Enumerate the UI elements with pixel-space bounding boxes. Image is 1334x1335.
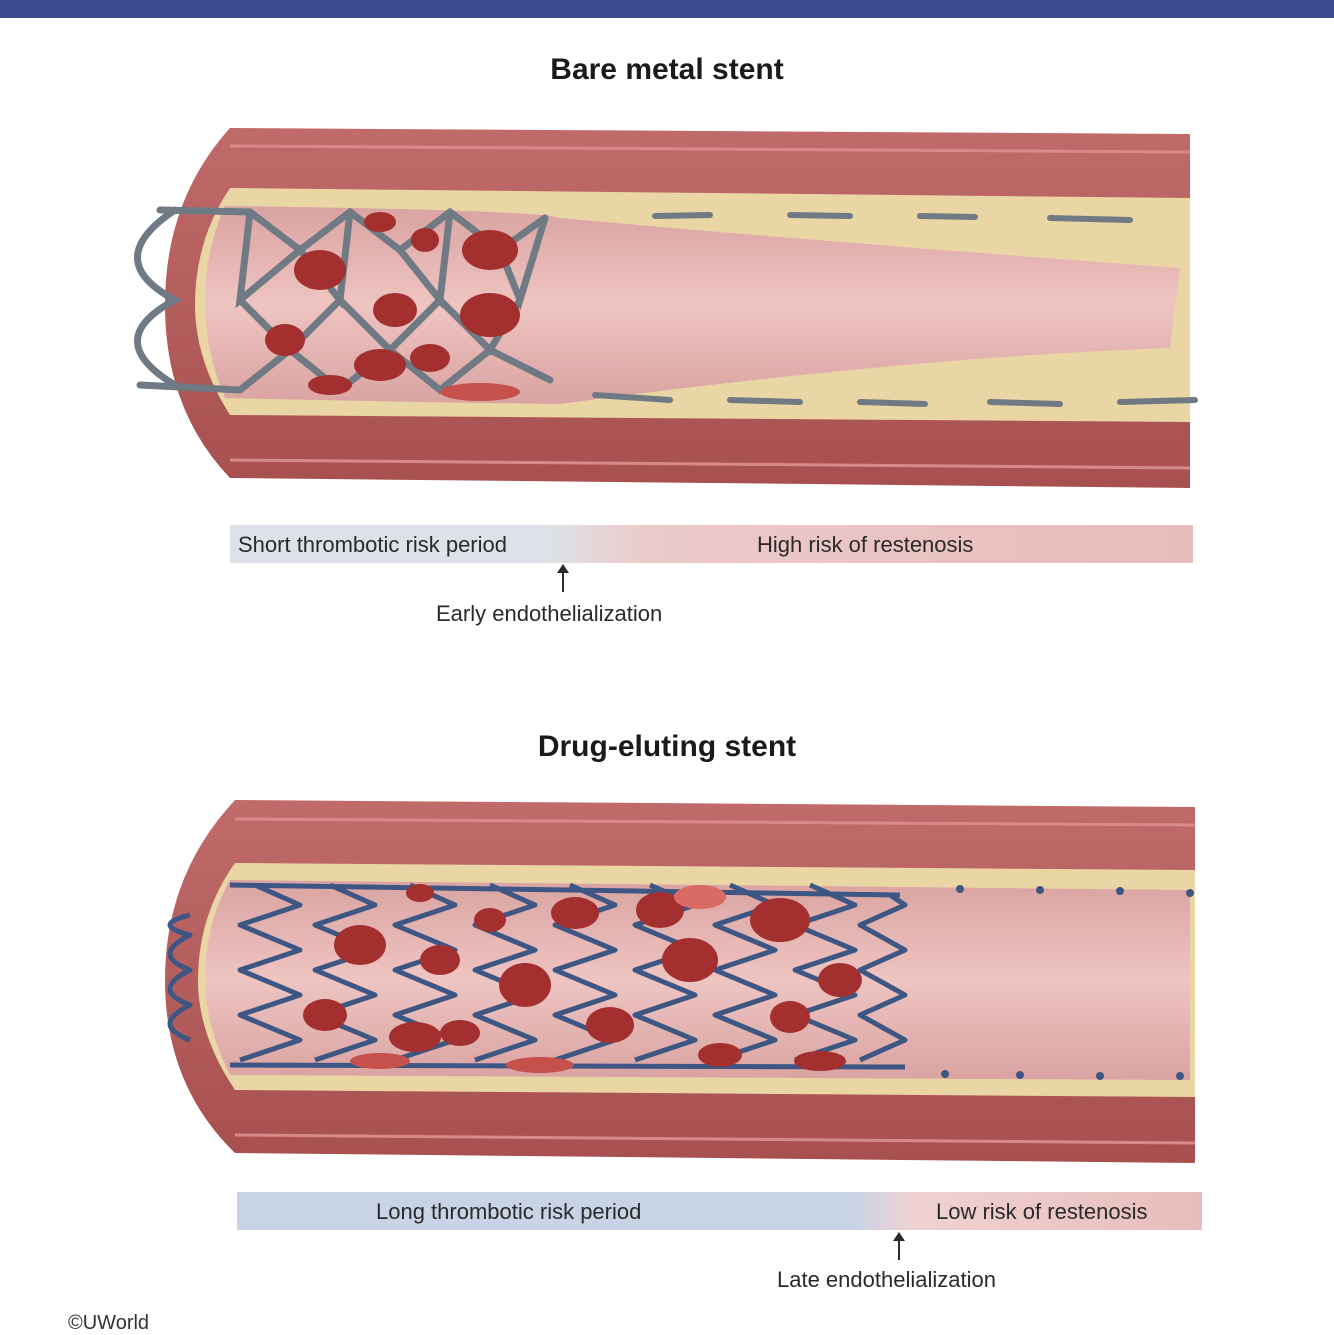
long-thrombotic-risk-label: Long thrombotic risk period xyxy=(376,1199,642,1224)
header-bar xyxy=(0,0,1334,18)
late-endothelialization-arrow-icon xyxy=(893,1232,905,1260)
early-endothelialization-label: Early endothelialization xyxy=(436,601,663,626)
copyright-notice: ©UWorld xyxy=(68,1312,150,1334)
low-risk-restenosis-label: Low risk of restenosis xyxy=(936,1199,1148,1224)
thrombus-clots xyxy=(303,884,862,1073)
short-thrombotic-risk-label: Short thrombotic risk period xyxy=(238,532,507,557)
drug-eluting-stent-risk-bar: Long thrombotic risk period Low risk of … xyxy=(237,1192,1202,1230)
bare-metal-stent-vessel-illustration xyxy=(134,128,1198,488)
thrombus-clots xyxy=(265,212,520,401)
endothelialized-struts xyxy=(592,212,1198,407)
late-endothelialization-label: Late endothelialization xyxy=(777,1267,996,1292)
drug-eluting-stent-vessel-illustration xyxy=(165,800,1196,1163)
title-bare-metal-stent: Bare metal stent xyxy=(550,53,784,86)
high-risk-restenosis-label: High risk of restenosis xyxy=(757,532,974,557)
title-drug-eluting-stent: Drug-eluting stent xyxy=(537,730,797,763)
bare-metal-stent-risk-bar: Short thrombotic risk period High risk o… xyxy=(230,525,1193,563)
early-endothelialization-arrow-icon xyxy=(557,564,569,592)
endothelialized-struts xyxy=(941,885,1194,1080)
